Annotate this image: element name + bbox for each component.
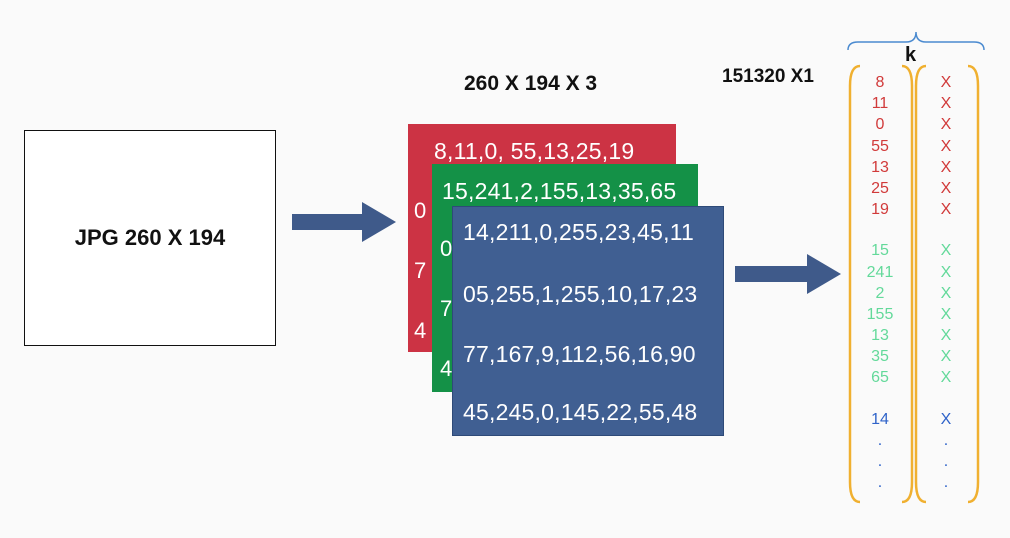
vector-value: 19 xyxy=(871,201,889,219)
input-image-box: JPG 260 X 194 xyxy=(24,130,276,346)
x-value: X xyxy=(940,327,952,345)
input-image-label: JPG 260 X 194 xyxy=(74,225,226,250)
x-value: X xyxy=(940,305,952,323)
arrow-to-tensor xyxy=(292,202,396,242)
x-value: X xyxy=(940,116,952,134)
vector-value: 0 xyxy=(875,116,885,134)
x-value: X xyxy=(940,201,952,219)
red-peek-1: 0 xyxy=(414,198,427,223)
vector-value: 155 xyxy=(866,305,894,323)
vector-value: 11 xyxy=(871,95,889,113)
k-brace xyxy=(847,31,985,51)
blue-channel-layer: 14,211,0,255,23,45,11 05,255,1,255,10,17… xyxy=(452,206,724,436)
x-ellipsis: . xyxy=(943,474,949,492)
vector-value: 14 xyxy=(871,410,889,428)
vector-brackets xyxy=(848,64,980,504)
vector-ellipsis: . xyxy=(877,474,883,492)
blue-row-1: 14,211,0,255,23,45,11 xyxy=(463,219,694,245)
red-row-1: 8,11,0, 55,13,25,19 xyxy=(434,138,635,164)
vector-value: 241 xyxy=(866,263,894,281)
blue-row-4: 45,245,0,145,22,55,48 xyxy=(463,399,698,425)
x-value: X xyxy=(940,137,952,155)
x-value: X xyxy=(940,284,952,302)
x-value: X xyxy=(940,369,952,387)
vector-value: 25 xyxy=(871,179,889,197)
vector-value: 2 xyxy=(875,284,885,302)
vector-ellipsis: . xyxy=(877,431,883,449)
k-label: k xyxy=(905,44,917,66)
blue-row-2: 05,255,1,255,10,17,23 xyxy=(463,281,698,307)
vector-value: 15 xyxy=(871,242,889,260)
vector-value: 55 xyxy=(871,137,889,155)
green-peek-2: 7 xyxy=(440,296,453,321)
x-value: X xyxy=(940,74,952,91)
vector-value: 13 xyxy=(871,327,889,345)
x-value: X xyxy=(940,348,952,366)
green-row-1: 15,241,2,155,13,35,65 xyxy=(442,178,677,204)
tensor-dims-label: 260 X 194 X 3 xyxy=(464,72,598,95)
red-peek-3: 4 xyxy=(414,318,427,343)
x-value: X xyxy=(940,263,952,281)
x-column: X X X X X X X X X X X X X X X . . . xyxy=(920,72,972,493)
vector-value: 13 xyxy=(871,158,889,176)
vector-value: 8 xyxy=(875,74,885,91)
x-ellipsis: . xyxy=(943,431,949,449)
green-peek-3: 4 xyxy=(440,356,453,381)
vector-ellipsis: . xyxy=(877,453,883,470)
vector-size-label: 151320 X1 xyxy=(722,66,814,87)
blue-row-3: 77,167,9,112,56,16,90 xyxy=(463,341,696,367)
x-value: X xyxy=(940,410,952,428)
x-ellipsis: . xyxy=(943,453,949,470)
x-value: X xyxy=(940,158,952,176)
vector-column: 8 11 0 55 13 25 19 15 241 2 155 13 35 65… xyxy=(854,72,906,493)
red-peek-2: 7 xyxy=(414,258,427,283)
x-value: X xyxy=(940,242,952,260)
vector-value: 65 xyxy=(871,369,889,387)
vector-value: 35 xyxy=(871,348,889,366)
arrow-to-vector xyxy=(735,254,841,294)
x-value: X xyxy=(940,95,952,113)
x-value: X xyxy=(940,179,952,197)
green-peek-1: 0 xyxy=(440,236,453,261)
